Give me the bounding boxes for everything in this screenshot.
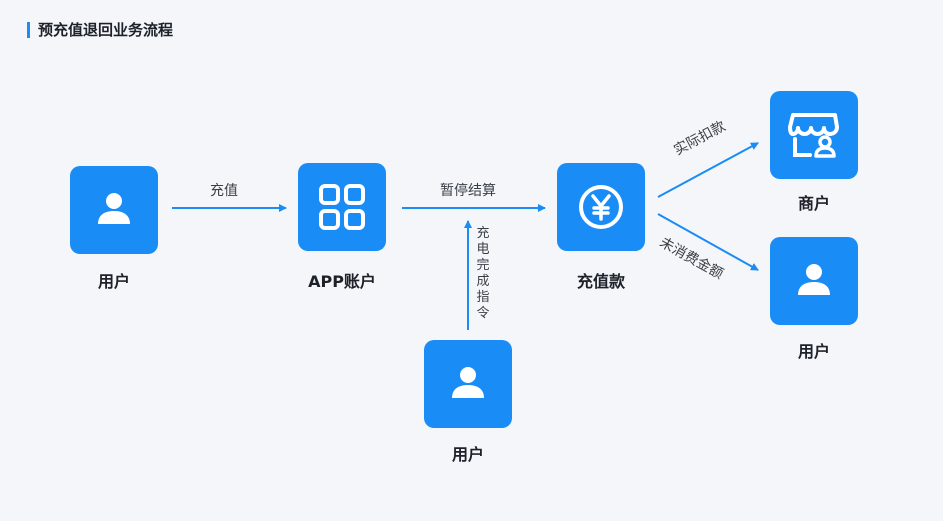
user-left-label: 用户	[97, 272, 130, 291]
user-bottom-label: 用户	[451, 445, 484, 464]
user-right-node	[770, 237, 858, 325]
edge-label-suspend-settlement: 暂停结算	[440, 183, 496, 199]
app-account-label: APP账户	[308, 272, 376, 291]
page-title-bar: 预充值退回业务流程	[27, 22, 173, 38]
arrow-unconsumed-amount	[657, 213, 759, 271]
user-right-label: 用户	[797, 342, 830, 361]
recharge-fund-node	[557, 163, 645, 251]
user-left-node	[70, 166, 158, 254]
storefront-icon	[788, 113, 839, 158]
edge-label-recharge: 充值	[210, 183, 238, 199]
page-title: 预充值退回业务流程	[38, 21, 174, 39]
user-bottom-node	[424, 340, 512, 428]
edge-label-complete-command: 充电完成指令	[476, 226, 490, 321]
user-icon	[452, 367, 484, 398]
yen-icon	[579, 185, 623, 229]
recharge-fund-label: 充值款	[576, 272, 625, 291]
merchant-node	[770, 91, 858, 179]
user-icon	[798, 264, 830, 295]
user-icon	[98, 193, 130, 224]
app-account-node	[298, 163, 386, 251]
grid-apps-icon	[319, 184, 365, 230]
merchant-label: 商户	[797, 194, 830, 213]
arrow-actual-deduction	[657, 142, 759, 198]
